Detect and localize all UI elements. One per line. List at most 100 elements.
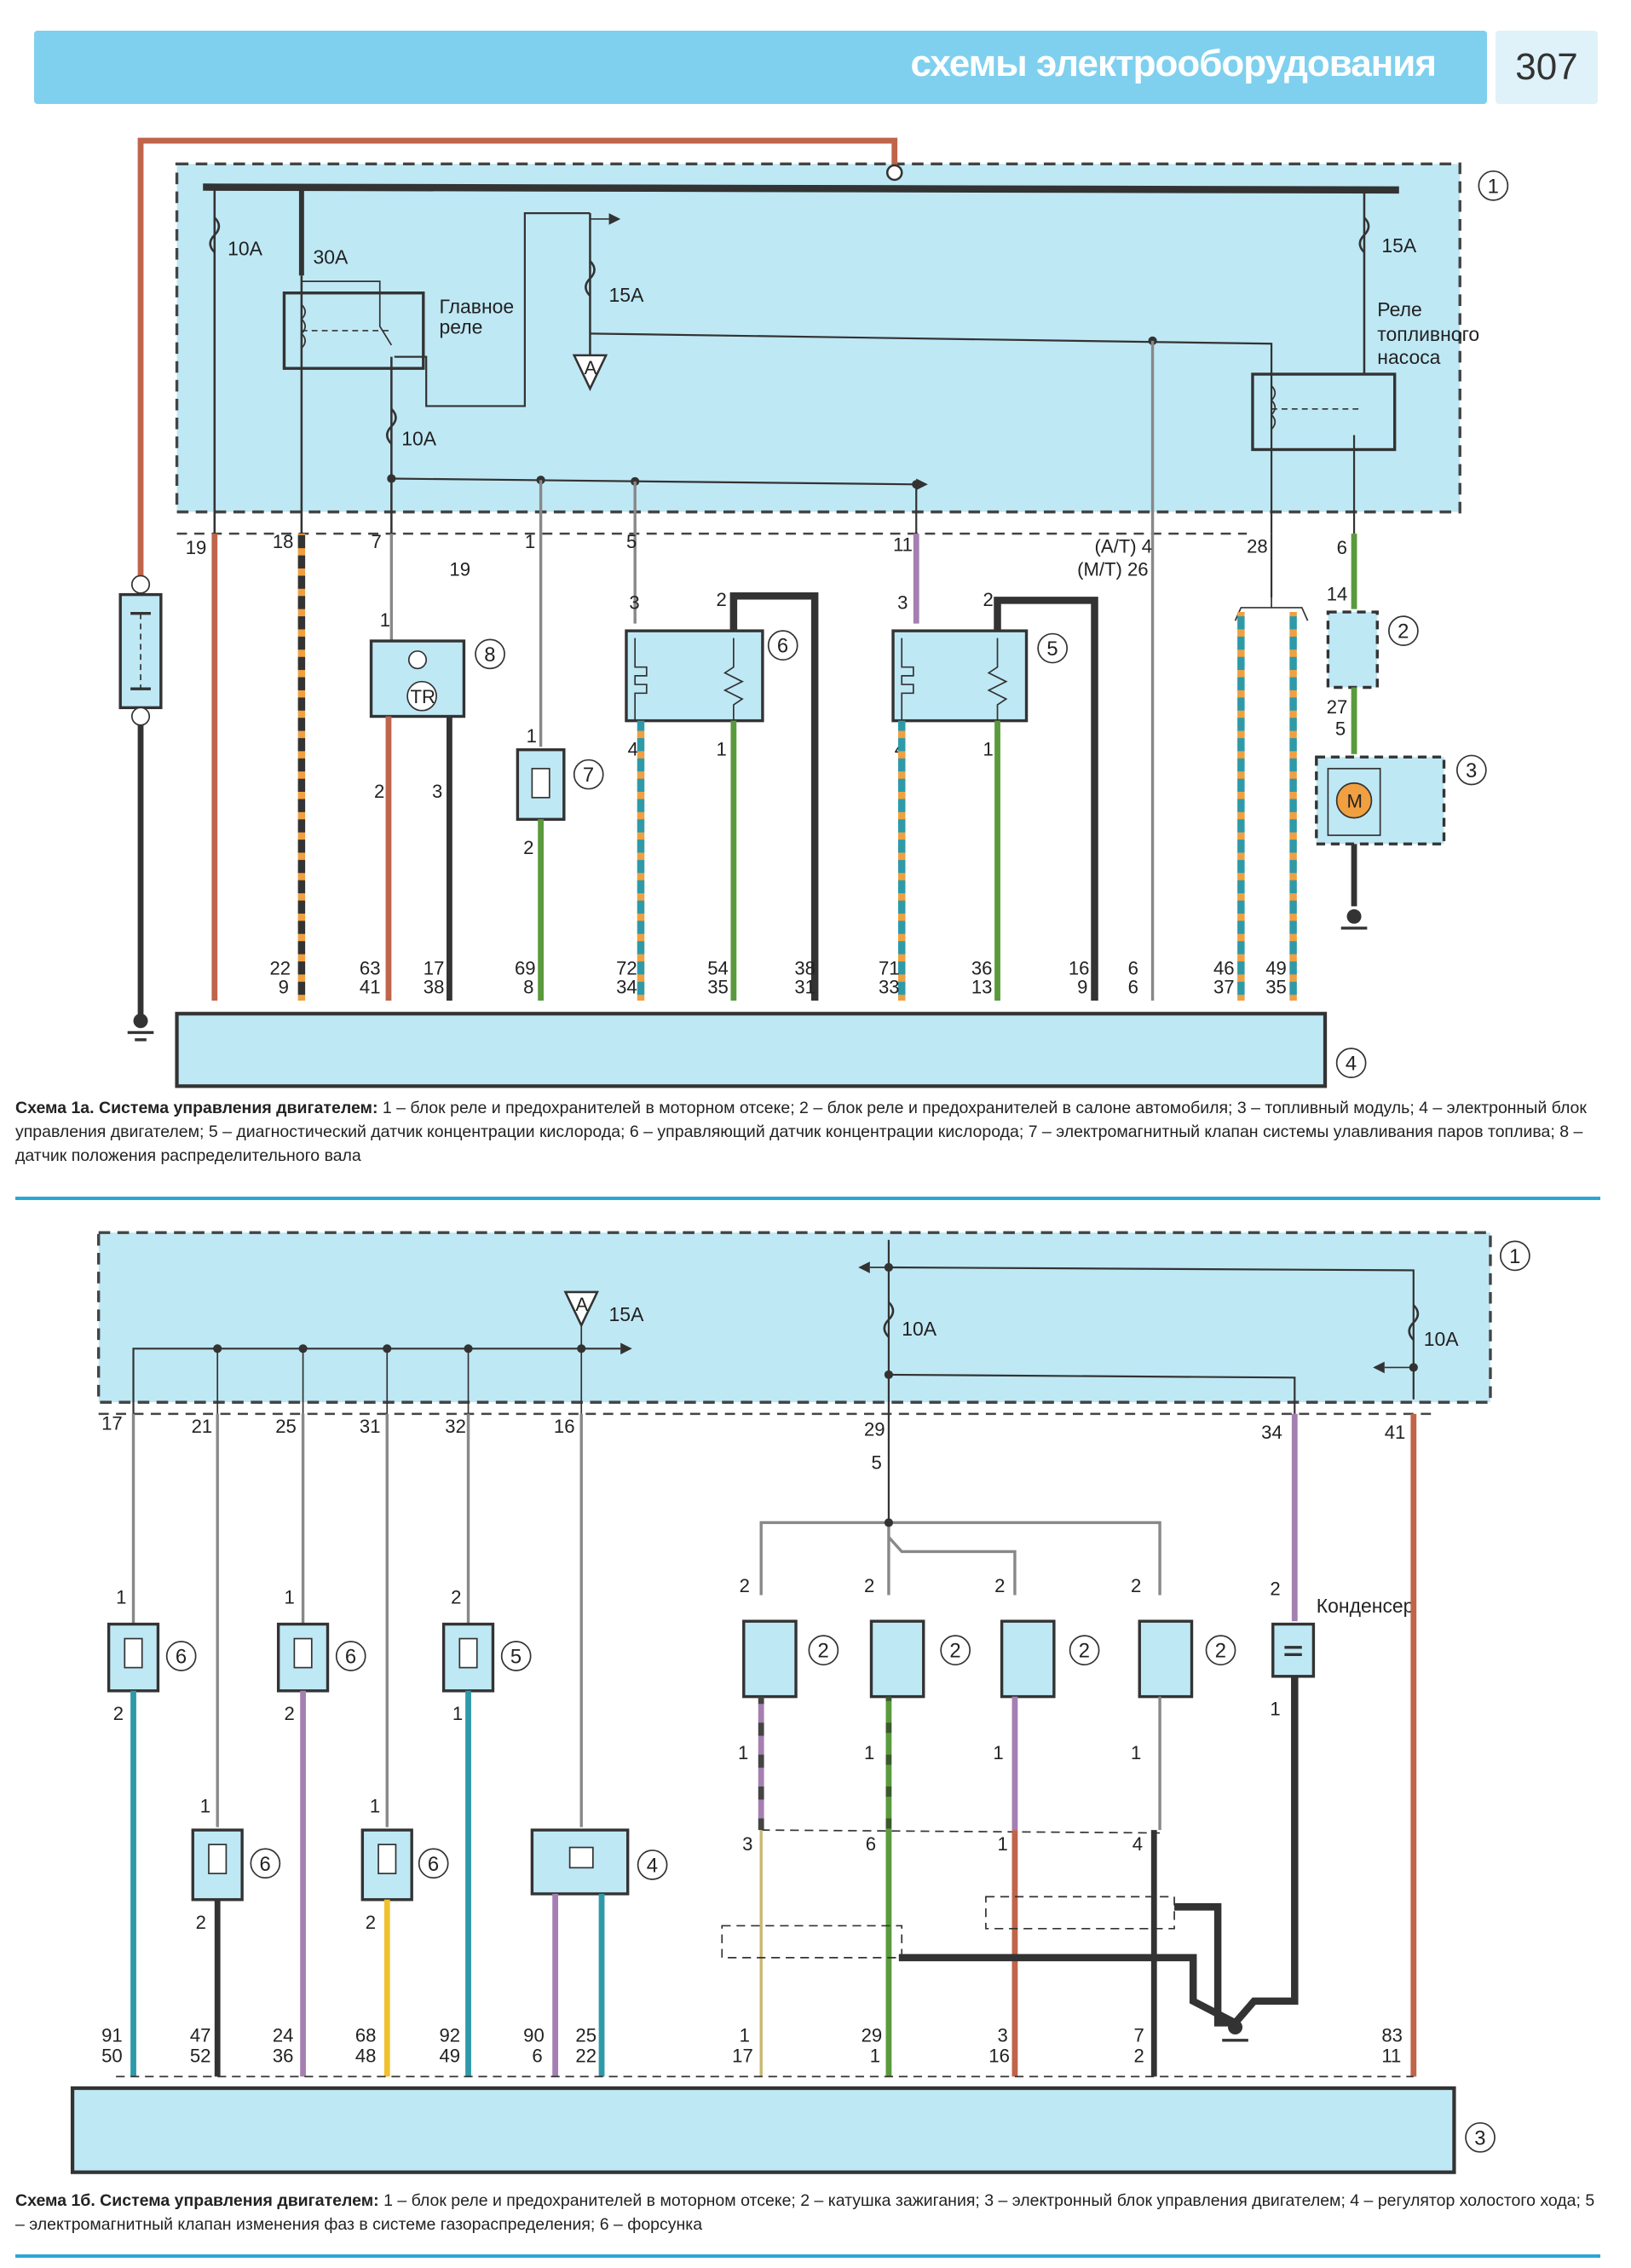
tr-icon bbox=[406, 680, 437, 712]
callout-number: 2 bbox=[1398, 620, 1409, 643]
bus-drops bbox=[213, 1325, 586, 1414]
pin-label: 3 bbox=[629, 592, 639, 614]
fuse-label: 10A bbox=[401, 427, 437, 449]
pin-label: 5 bbox=[1335, 718, 1346, 740]
wire bbox=[888, 1266, 1415, 1399]
idle-air-valve: 4 bbox=[530, 1828, 668, 2077]
wire bbox=[590, 332, 1273, 534]
pin-label: 4 bbox=[628, 738, 638, 759]
fuse-label: 15A bbox=[609, 284, 645, 306]
svg-text:6: 6 bbox=[866, 1833, 876, 1855]
pin-label: 19 bbox=[449, 558, 470, 580]
svg-text:16: 16 bbox=[554, 1416, 575, 1437]
arrow-icon bbox=[1373, 1361, 1385, 1374]
svg-text:1: 1 bbox=[370, 1796, 380, 1817]
page-number: 307 bbox=[1496, 31, 1598, 104]
pin-label: 3 bbox=[432, 781, 442, 802]
pin-label: 1 bbox=[525, 531, 535, 552]
svg-text:25: 25 bbox=[275, 1416, 297, 1437]
svg-text:5: 5 bbox=[872, 1452, 882, 1474]
pin-label: 2 bbox=[716, 589, 726, 610]
ground-icon bbox=[1340, 909, 1368, 930]
svg-text:6: 6 bbox=[1128, 976, 1138, 997]
svg-text:34: 34 bbox=[616, 976, 637, 997]
svg-text:9: 9 bbox=[279, 976, 289, 997]
svg-text:11: 11 bbox=[1381, 2045, 1401, 2066]
svg-text:2: 2 bbox=[196, 1912, 206, 1933]
sensor-icon bbox=[407, 650, 428, 670]
fuse-icon bbox=[883, 1301, 895, 1338]
fuel-pump-motor-icon bbox=[1335, 782, 1373, 819]
wire-black bbox=[729, 592, 819, 1001]
pin-label: 19 bbox=[186, 537, 207, 558]
section-header-bar: схемы электрооборудования bbox=[34, 31, 1487, 104]
pin-label: 27 bbox=[1327, 696, 1348, 718]
wire-black bbox=[994, 597, 1098, 1001]
pin-label: 14 bbox=[1327, 583, 1348, 604]
resistor-icon bbox=[723, 638, 744, 721]
battery-icon bbox=[118, 574, 163, 726]
svg-text:3: 3 bbox=[998, 2025, 1008, 2046]
diagnostic-oxygen-sensor bbox=[891, 629, 1029, 723]
pin-label: 6 bbox=[1337, 537, 1347, 558]
svg-text:83: 83 bbox=[1381, 2025, 1403, 2046]
relay-contact bbox=[301, 280, 393, 346]
fuel-pump-relay bbox=[1251, 372, 1397, 452]
injector: 6 12 bbox=[191, 1796, 281, 2077]
callout-4 bbox=[1335, 1047, 1367, 1078]
svg-text:1: 1 bbox=[200, 1796, 210, 1817]
svg-text:16: 16 bbox=[1069, 957, 1090, 978]
svg-text:2: 2 bbox=[818, 1640, 829, 1663]
fuse-icon bbox=[585, 260, 596, 297]
caption-scheme-1b: Схема 1б. Система управления двигателем:… bbox=[15, 2189, 1600, 2236]
main-relay-label-2: реле bbox=[440, 315, 483, 338]
svg-text:2: 2 bbox=[740, 1575, 750, 1596]
caption-text: 1 – блок реле и предохранителей в моторн… bbox=[15, 2191, 1595, 2234]
svg-text:8: 8 bbox=[523, 976, 533, 997]
svg-text:22: 22 bbox=[269, 957, 291, 978]
control-oxygen-sensor bbox=[625, 629, 764, 723]
wire-split bbox=[1234, 597, 1309, 621]
svg-text:21: 21 bbox=[192, 1416, 213, 1437]
svg-text:2: 2 bbox=[113, 1703, 124, 1724]
pin-label: 2 bbox=[374, 781, 384, 802]
svg-text:2: 2 bbox=[994, 1575, 1005, 1596]
svg-text:1: 1 bbox=[1131, 1742, 1141, 1763]
svg-text:2: 2 bbox=[366, 1912, 376, 1933]
main-relay bbox=[282, 291, 425, 370]
svg-text:37: 37 bbox=[1213, 976, 1235, 997]
pin-label: 7 bbox=[372, 531, 382, 552]
callout-number: 3 bbox=[1466, 759, 1477, 782]
relay-fuse-box-engine bbox=[96, 1231, 1492, 1404]
svg-text:13: 13 bbox=[971, 976, 993, 997]
svg-text:2: 2 bbox=[1215, 1640, 1226, 1663]
ground-harness bbox=[721, 1676, 1299, 2042]
engine-ecu bbox=[70, 2086, 1456, 2174]
callout-3 bbox=[1465, 2121, 1496, 2153]
svg-text:46: 46 bbox=[1213, 957, 1235, 978]
ground-icon bbox=[127, 1013, 154, 1042]
condenser: Конденсер 2 1 bbox=[1270, 1413, 1415, 1720]
pin-label: 5 bbox=[626, 531, 637, 552]
svg-text:71: 71 bbox=[879, 957, 900, 978]
svg-text:5: 5 bbox=[510, 1645, 522, 1668]
relay-fuse-box-cabin bbox=[1326, 610, 1379, 690]
wire bbox=[394, 212, 591, 407]
relay-coil-icon bbox=[1270, 385, 1277, 430]
svg-text:9: 9 bbox=[1077, 976, 1087, 997]
svg-text:Конденсер: Конденсер bbox=[1317, 1595, 1415, 1617]
heater-icon bbox=[901, 638, 914, 721]
terminal bbox=[885, 164, 903, 182]
fuse-icon bbox=[1358, 216, 1370, 253]
fuse-label: 10A bbox=[1424, 1328, 1460, 1350]
fuel-relay-label-3: насоса bbox=[1377, 346, 1440, 368]
svg-text:29: 29 bbox=[862, 2025, 883, 2046]
svg-text:1: 1 bbox=[740, 2025, 750, 2046]
svg-text:1: 1 bbox=[116, 1587, 126, 1608]
svg-text:24: 24 bbox=[273, 2025, 294, 2046]
svg-text:91: 91 bbox=[101, 2025, 123, 2046]
svg-text:49: 49 bbox=[1265, 957, 1287, 978]
callout-7 bbox=[573, 759, 604, 790]
feed-wires bbox=[131, 1413, 583, 1827]
